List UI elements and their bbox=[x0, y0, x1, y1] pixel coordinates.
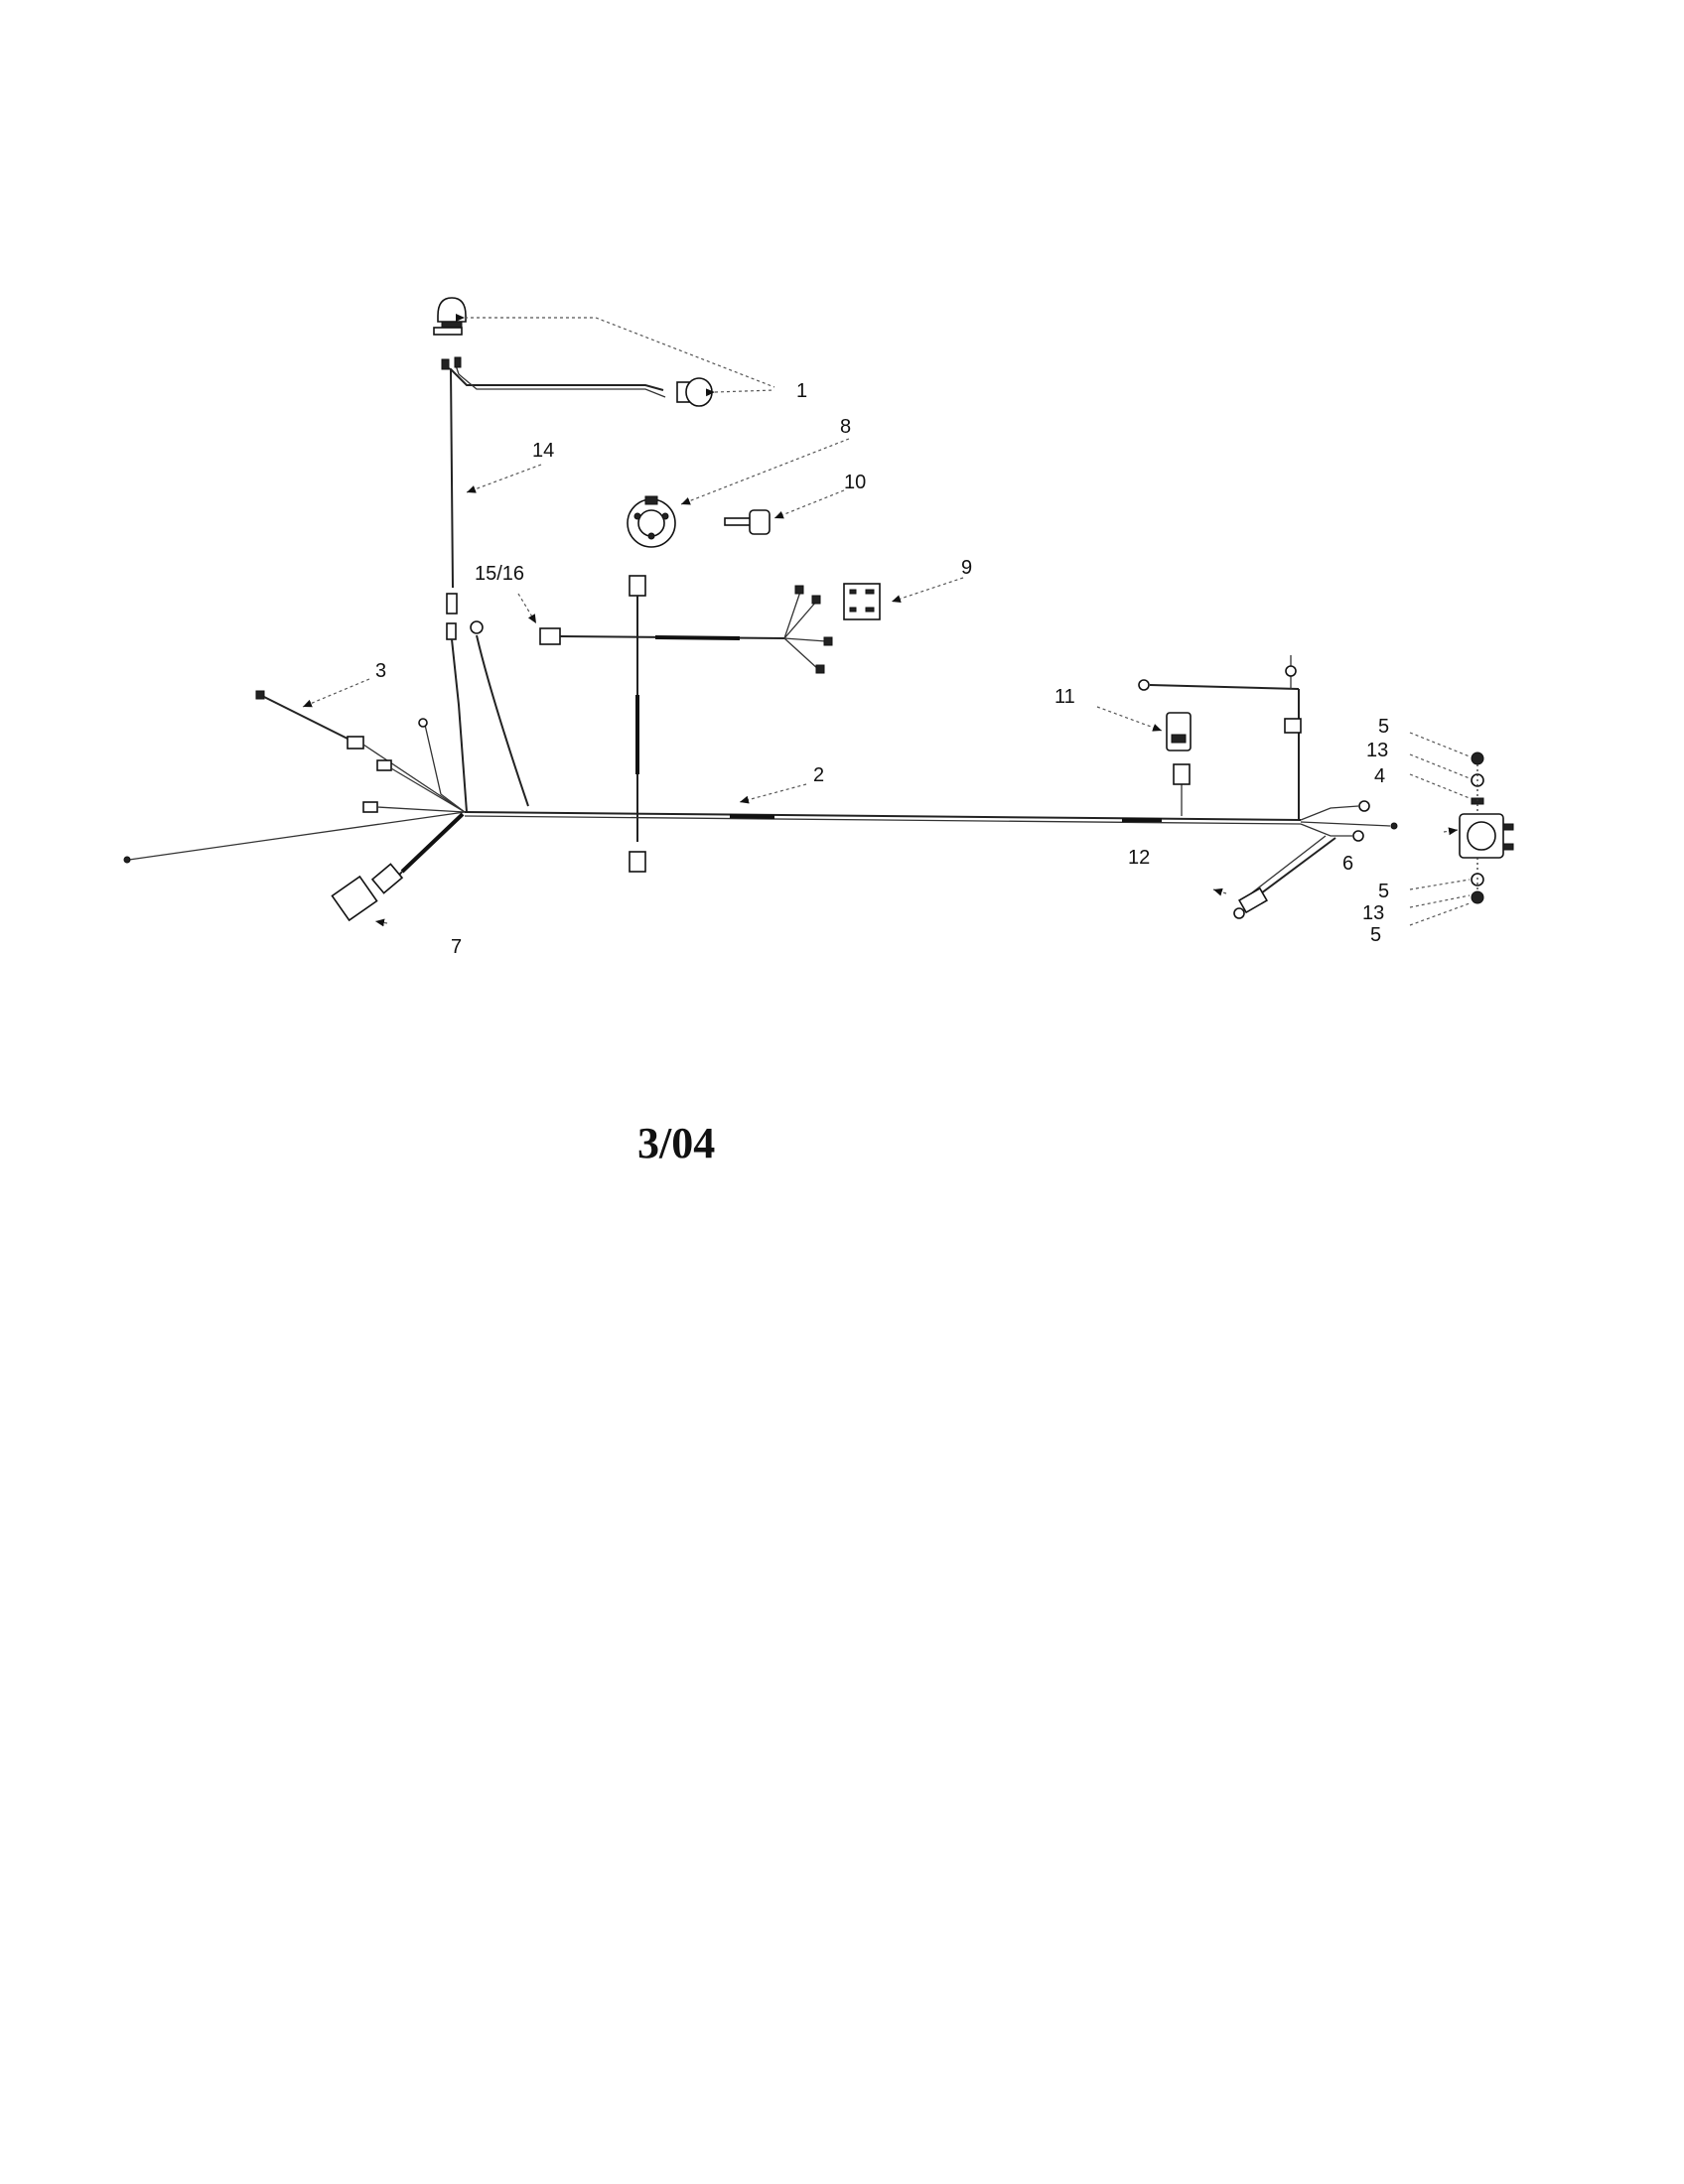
headlight-harness bbox=[441, 356, 666, 813]
callout-5-top: 5 bbox=[1378, 716, 1389, 738]
relay-module bbox=[843, 583, 881, 620]
main-harness bbox=[464, 620, 1302, 825]
callout-6: 6 bbox=[1342, 853, 1353, 875]
callout-3: 3 bbox=[375, 660, 386, 682]
callout-5-middle: 5 bbox=[1378, 881, 1389, 902]
callout-13-top: 13 bbox=[1366, 740, 1388, 761]
callout-8: 8 bbox=[840, 416, 851, 438]
callout-2: 2 bbox=[813, 764, 824, 786]
fuse-holder bbox=[1166, 712, 1192, 751]
callout-4: 4 bbox=[1374, 765, 1385, 787]
callout-14: 14 bbox=[532, 440, 554, 462]
upper-sub-harness bbox=[539, 575, 833, 873]
ignition-key bbox=[724, 509, 771, 535]
lead-wire-3 bbox=[123, 690, 466, 864]
headlight-bulb-lower bbox=[676, 377, 713, 407]
date-code: 3/04 bbox=[637, 1119, 715, 1167]
callout-5-bottom: 5 bbox=[1370, 924, 1381, 946]
callout-12: 12 bbox=[1128, 847, 1150, 869]
right-end-leads bbox=[1233, 800, 1398, 919]
callout-7: 7 bbox=[451, 936, 462, 958]
callout-13-bottom: 13 bbox=[1362, 902, 1384, 924]
callout-11: 11 bbox=[1054, 686, 1075, 708]
starter-solenoid bbox=[1459, 813, 1514, 859]
callout-9: 9 bbox=[961, 557, 972, 579]
right-sub-harness bbox=[1138, 655, 1302, 820]
seat-switch bbox=[331, 812, 465, 922]
solenoid-hardware bbox=[1471, 751, 1484, 904]
callout-10: 10 bbox=[844, 472, 866, 493]
headlight-bulb-upper bbox=[433, 297, 467, 336]
callout-15-16: 15/16 bbox=[475, 563, 524, 585]
ignition-switch bbox=[627, 495, 676, 548]
callout-1: 1 bbox=[796, 380, 807, 402]
